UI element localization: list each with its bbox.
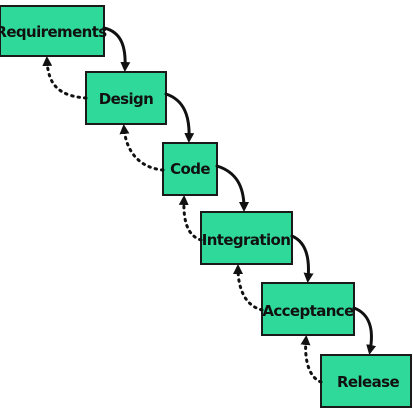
arrow-acceptance-to-release — [352, 306, 377, 355]
stage-acceptance-label: Acceptance — [262, 302, 354, 320]
arrow-design-to-requirements — [42, 56, 88, 100]
stage-integration-box — [200, 211, 293, 265]
stage-code: Code — [162, 142, 218, 196]
stage-design-box — [85, 71, 167, 125]
arrow-integration-to-acceptance — [290, 234, 314, 283]
arrow-design-to-code — [164, 92, 195, 143]
stage-acceptance: Acceptance — [261, 282, 355, 336]
arrow-code-to-integration — [215, 164, 249, 212]
stage-code-label: Code — [170, 160, 210, 178]
stage-release: Release — [320, 354, 412, 408]
arrow-requirements-to-design — [102, 26, 131, 72]
stage-integration: Integration — [200, 211, 293, 265]
stage-requirements-label: Requirements — [0, 23, 107, 41]
stage-requirements-box — [0, 5, 105, 57]
stage-design-label: Design — [99, 90, 154, 108]
stage-release-label: Release — [337, 373, 399, 391]
arrow-release-to-acceptance — [300, 335, 323, 384]
stage-integration-label: Integration — [202, 231, 291, 249]
arrow-code-to-design — [119, 124, 165, 172]
arrow-acceptance-to-integration — [233, 264, 264, 312]
stage-code-box — [162, 142, 218, 196]
arrow-integration-to-code — [178, 195, 203, 242]
stage-design: Design — [85, 71, 167, 125]
stage-requirements: Requirements — [0, 5, 108, 57]
